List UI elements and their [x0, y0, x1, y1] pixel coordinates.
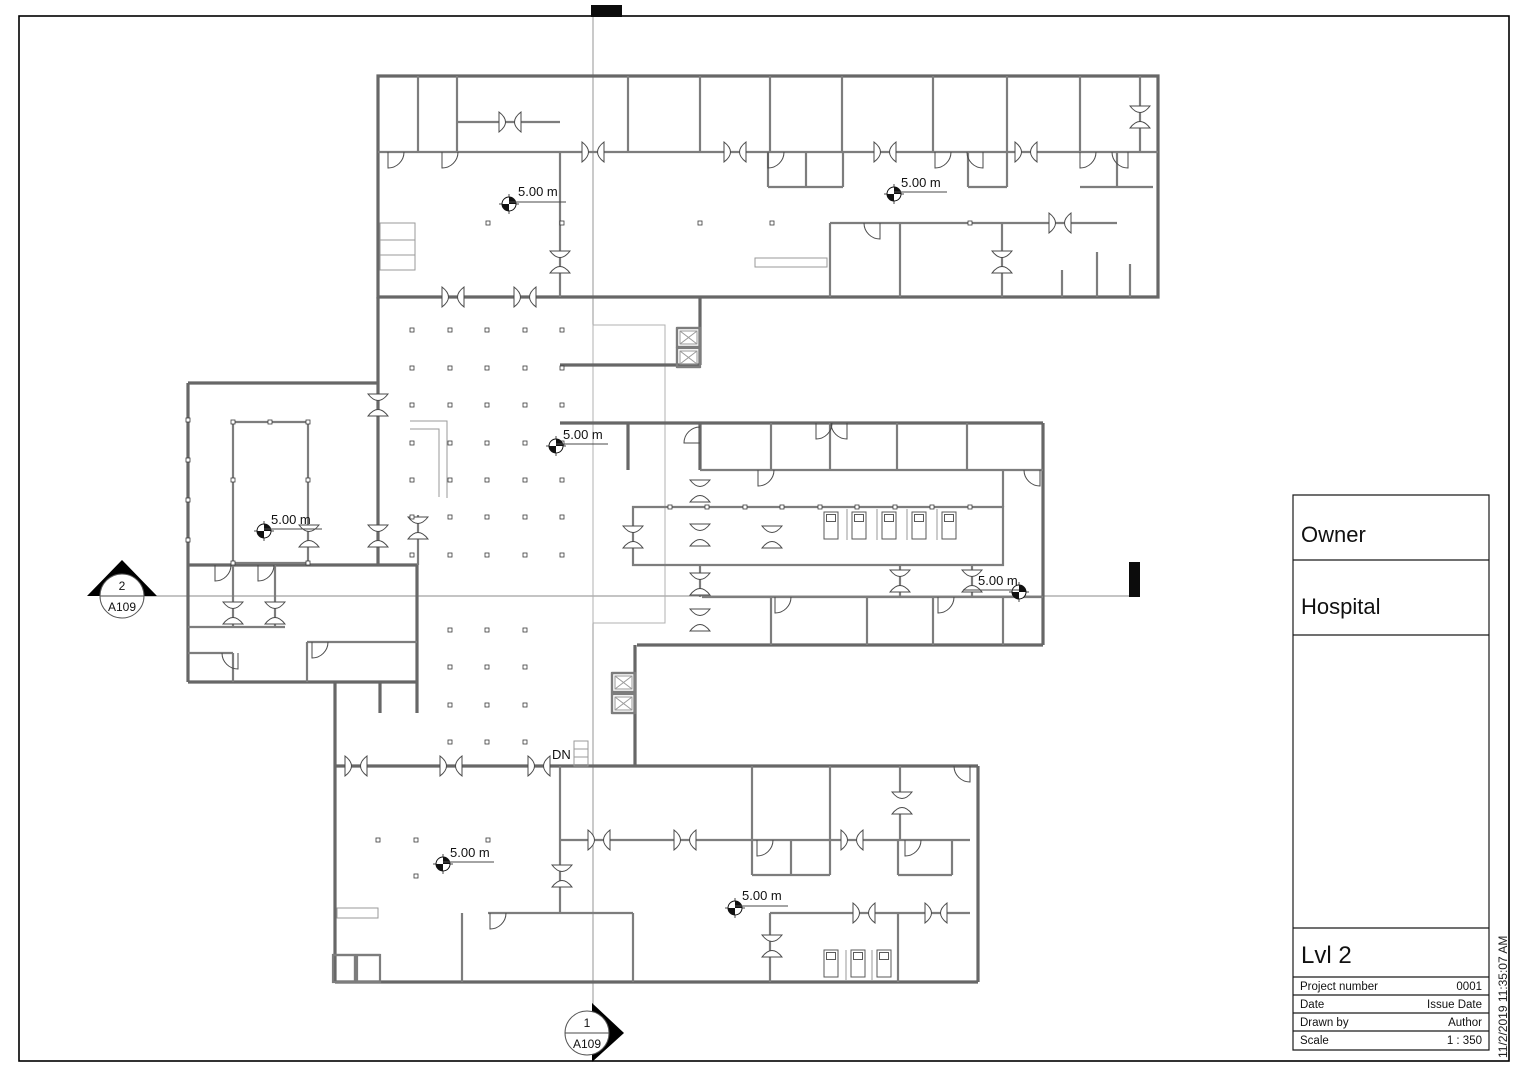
field-value: 1 : 350	[1447, 1035, 1482, 1047]
spot-coordinate-icon: 5.00 m	[963, 573, 1030, 603]
spot-coordinate-icon: 5.00 m	[432, 845, 494, 875]
svg-text:5.00 m: 5.00 m	[978, 573, 1018, 588]
section-detail-number: 1	[584, 1016, 591, 1030]
callout-box	[592, 324, 666, 624]
elevator-icons	[610, 326, 702, 715]
fixtures	[331, 222, 828, 984]
svg-text:5.00 m: 5.00 m	[563, 427, 603, 442]
spot-coordinate-icon: 5.00 m	[545, 427, 608, 457]
project-name: Hospital	[1301, 594, 1380, 619]
stair	[573, 740, 589, 767]
spot-coordinate-icon: 5.00 m	[498, 184, 566, 215]
stair-down-label: DN	[552, 747, 571, 762]
spot-annotations: 5.00 m 5.00 m 5.00 m 5.00 m 5.00 m 5.00 …	[253, 175, 1030, 919]
view-title: Lvl 2	[1301, 942, 1352, 969]
section-cut-mark-top	[591, 5, 622, 17]
field-value: Author	[1448, 1017, 1482, 1029]
field-label: Project number	[1300, 981, 1378, 993]
section-detail-number: 2	[119, 579, 126, 593]
field-value: Issue Date	[1427, 999, 1482, 1011]
svg-text:5.00 m: 5.00 m	[742, 888, 782, 903]
door-swing-icons	[214, 151, 1129, 930]
owner-name: Owner	[1301, 522, 1366, 547]
column-grid-dots	[185, 220, 973, 879]
print-timestamp: 11/2/2019 11:35:07 AM	[1496, 936, 1510, 1058]
section-marker-bottom: 1 A109	[564, 1003, 624, 1062]
field-value: 0001	[1456, 981, 1482, 993]
field-label: Drawn by	[1300, 1017, 1349, 1029]
title-block: Owner Hospital Lvl 2 Project number 0001…	[1292, 494, 1490, 1051]
svg-text:5.00 m: 5.00 m	[271, 512, 311, 527]
section-marker-left: 2 A109	[87, 560, 157, 619]
svg-text:5.00 m: 5.00 m	[901, 175, 941, 190]
field-label: Date	[1300, 999, 1324, 1011]
spot-coordinate-icon: 5.00 m	[253, 512, 322, 542]
section-sheet-number: A109	[108, 600, 136, 614]
section-sheet-number: A109	[573, 1037, 601, 1051]
exterior-walls	[186, 74, 1160, 984]
spot-coordinate-icon: 5.00 m	[724, 888, 788, 919]
section-cut-mark-right	[1129, 562, 1140, 597]
sheet-border	[18, 15, 1510, 1062]
spot-coordinate-icon: 5.00 m	[883, 175, 947, 205]
svg-text:5.00 m: 5.00 m	[450, 845, 490, 860]
field-label: Scale	[1300, 1035, 1329, 1047]
double-door-icons	[222, 105, 1151, 958]
bed-icons	[823, 509, 957, 980]
svg-text:5.00 m: 5.00 m	[518, 184, 558, 199]
